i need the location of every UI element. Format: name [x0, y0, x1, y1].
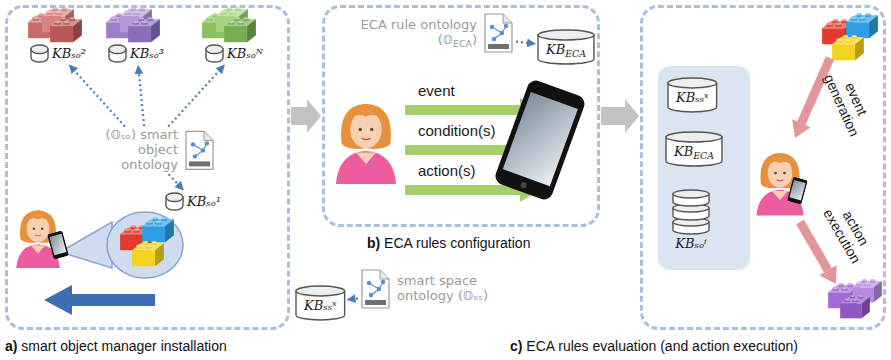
ontology-label: smart space ontology (𝕆ₛₛ) — [397, 274, 509, 304]
knowledge-base: KBₛₒ¹ — [165, 192, 223, 211]
knowledge-base: KBECA — [538, 30, 594, 64]
ontology-document: smart space ontology (𝕆ₛₛ) — [360, 268, 509, 310]
knowledge-base: KBₛₒ³ — [108, 44, 166, 63]
arrow-label: event — [418, 82, 455, 99]
knowledge-base-label: KBₛₛˣ — [304, 298, 337, 314]
knowledge-base: KBₛₒ² — [30, 44, 88, 63]
installation-scene — [16, 210, 183, 315]
panel-caption: a) smart object manager installation — [5, 338, 227, 354]
shape — [108, 44, 128, 63]
instantiation-arrow — [348, 298, 358, 299]
ontology-document: ECA rule ontology (𝕆ECA) — [355, 12, 514, 54]
knowledge-base-label: KBₛₛˣ — [676, 90, 709, 106]
panel: b) ECA rules configurationECA rule ontol… — [322, 5, 600, 227]
shape — [30, 44, 50, 63]
knowledge-base-label: KBₛₒ¹ — [187, 194, 221, 210]
knowledge-base-label: KBECA — [546, 42, 586, 58]
instantiation-arrow — [516, 42, 535, 44]
panel-caption: c) ECA rules evaluation (and action exec… — [510, 338, 798, 354]
knowledge-base: KBₛₛˣ — [668, 78, 717, 112]
knowledge-base-label: KBₛₒ³ — [130, 46, 164, 62]
ontology-label: ECA rule ontology (𝕆ECA) — [355, 18, 477, 48]
stage-arrow — [291, 99, 321, 133]
arrow-label: action(s) — [418, 162, 476, 179]
ontology-document: (𝕆ₛₒ) smart object ontology — [78, 128, 215, 173]
shape — [205, 44, 225, 63]
knowledge-base-label: KBₛₒᴺ — [227, 46, 263, 62]
ontology-label: (𝕆ₛₒ) smart object ontology — [78, 128, 178, 173]
instantiation-arrow — [70, 65, 125, 126]
knowledge-base-label: KBₛₒ² — [52, 46, 86, 62]
knowledge-base: KBECA — [666, 132, 722, 166]
knowledge-base: KBₛₛˣ — [296, 286, 345, 320]
panel: c) ECA rules evaluation (and action exec… — [640, 5, 886, 330]
knowledge-base-stack: KBₛₒⁱ — [672, 190, 710, 252]
instantiation-arrow — [169, 174, 183, 190]
configuration-scene — [336, 78, 587, 202]
instantiation-arrow — [168, 65, 224, 126]
shape — [672, 190, 710, 234]
stage-arrow — [601, 99, 639, 133]
knowledge-base: KBₛₒᴺ — [205, 44, 265, 63]
knowledge-base-label: KBₛₒⁱ — [675, 236, 706, 252]
arrow-label: condition(s) — [418, 122, 496, 139]
knowledge-base-label: KBECA — [674, 144, 714, 160]
smart-object-bricks — [28, 7, 256, 42]
arrow-label: event generation — [817, 57, 881, 147]
evaluation-scene — [658, 13, 882, 318]
panel: a) smart object manager installation(𝕆ₛₒ… — [5, 5, 290, 330]
panel-caption: b) ECA rules configuration — [367, 235, 530, 251]
instantiation-arrow — [138, 66, 144, 126]
shape — [165, 192, 185, 211]
